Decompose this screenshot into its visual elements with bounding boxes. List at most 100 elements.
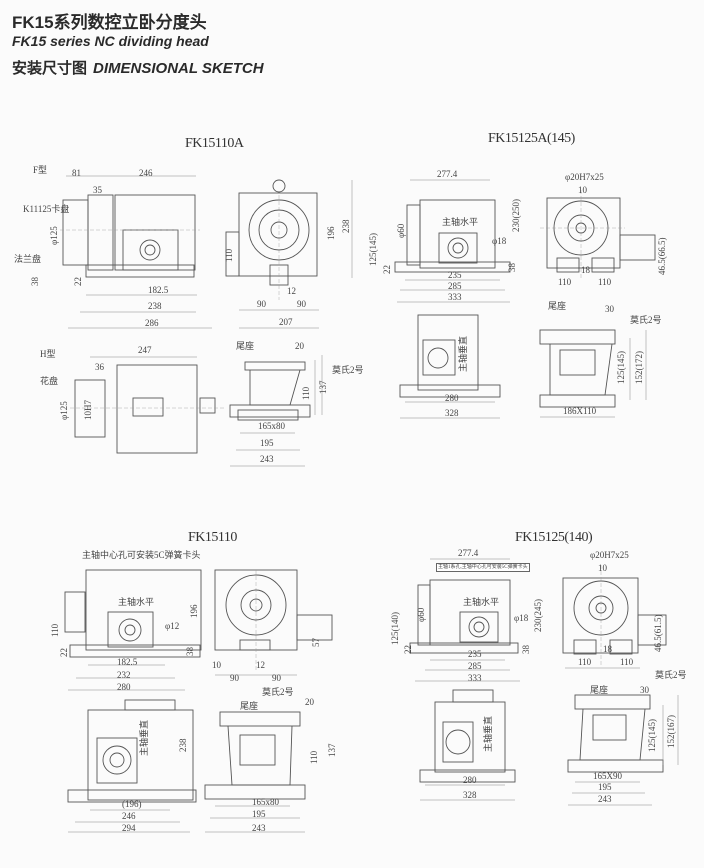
dim: 90 bbox=[230, 673, 239, 683]
fk15125a-front-drawing bbox=[540, 190, 656, 280]
fk15110-side-drawing bbox=[64, 569, 202, 691]
dim: 182.5 bbox=[117, 657, 138, 667]
fk15125-side-drawing bbox=[409, 558, 520, 682]
dim: 38 bbox=[521, 645, 531, 654]
dim: 280 bbox=[463, 775, 477, 785]
dim: 110 bbox=[224, 248, 234, 262]
dim: 277.4 bbox=[458, 548, 479, 558]
fk15125a-side-drawing bbox=[394, 179, 511, 303]
dim: φ18 bbox=[492, 236, 507, 246]
spindle-note: 主轴1系孔,主轴中心孔可安装5C弹簧卡头 bbox=[436, 563, 530, 572]
fk15110a-title: FK15110A bbox=[185, 136, 244, 151]
dim: 110 bbox=[598, 277, 612, 287]
spindle-horizontal-label: 主轴水平 bbox=[442, 217, 479, 227]
fk15125-title: FK15125(140) bbox=[515, 530, 593, 545]
faceplate-label: 花盘 bbox=[40, 376, 59, 386]
h-type-label: H型 bbox=[40, 349, 56, 359]
dim: 333 bbox=[468, 673, 482, 683]
fk15125a-tailstock-drawing bbox=[539, 329, 647, 418]
dim: 165x80 bbox=[258, 421, 285, 431]
dim: 38 bbox=[30, 277, 40, 286]
dim: 235 bbox=[468, 649, 482, 659]
dim: 110 bbox=[558, 277, 572, 287]
spindle-vertical-label: 主轴垂直 bbox=[458, 335, 468, 372]
dim: 196 bbox=[326, 226, 336, 241]
fk15110a-tailstock-drawing bbox=[229, 355, 323, 467]
title-cn: FK15系列数控立卧分度头 bbox=[12, 13, 207, 32]
dim: 243 bbox=[598, 794, 612, 804]
fk15125-front-drawing bbox=[562, 565, 667, 669]
flange-label: 法兰盘 bbox=[14, 254, 42, 264]
dim: 20 bbox=[295, 341, 304, 351]
fk15110a-side-drawing bbox=[60, 175, 212, 329]
spindle-vertical-label: 主轴垂直 bbox=[483, 715, 493, 752]
dim: 22 bbox=[382, 265, 392, 274]
dim: 35 bbox=[93, 185, 102, 195]
dim: 30 bbox=[605, 304, 614, 314]
dim: 280 bbox=[445, 393, 459, 403]
dim: 22 bbox=[59, 648, 69, 657]
fk15125a-vertical-drawing bbox=[399, 314, 501, 419]
dim: 328 bbox=[463, 790, 477, 800]
dim: 277.4 bbox=[437, 169, 458, 179]
dim: 90 bbox=[257, 299, 266, 309]
dim: 125(145) bbox=[647, 719, 657, 752]
dim: 238 bbox=[178, 738, 188, 753]
dim: 90 bbox=[272, 673, 281, 683]
dim: 285 bbox=[468, 661, 482, 671]
dim: 110 bbox=[50, 623, 60, 637]
dim: 246 bbox=[122, 811, 136, 821]
fk15110-title: FK15110 bbox=[188, 530, 237, 545]
dim: 230(245) bbox=[533, 599, 543, 632]
dim: 152(167) bbox=[666, 715, 676, 748]
dim: 238 bbox=[148, 301, 162, 311]
dim: 125(145) bbox=[616, 351, 626, 384]
dim: φ60 bbox=[416, 607, 426, 622]
chuck-label: K11125卡盘 bbox=[23, 204, 70, 214]
dim: 243 bbox=[260, 454, 274, 464]
dim: 230(250) bbox=[511, 199, 521, 232]
dim: 328 bbox=[445, 408, 459, 418]
dim: (196) bbox=[122, 799, 142, 809]
collet-note: 主轴中心孔可安装5C弹簧卡头 bbox=[82, 550, 201, 560]
dim: 195 bbox=[260, 438, 274, 448]
dim: 12 bbox=[256, 660, 265, 670]
dim: 38 bbox=[507, 263, 517, 272]
dim: 285 bbox=[448, 281, 462, 291]
dim: 10 bbox=[212, 660, 221, 670]
dim: 137 bbox=[327, 743, 337, 758]
morse-taper-label: 莫氏2号 bbox=[262, 687, 294, 697]
dim: 280 bbox=[117, 682, 131, 692]
dim: 38 bbox=[185, 647, 195, 656]
dim: 125(140) bbox=[390, 612, 400, 645]
dim: 195 bbox=[252, 809, 266, 819]
dim: φ20H7x25 bbox=[590, 550, 629, 560]
dim: 57 bbox=[311, 638, 321, 647]
f-type-label: F型 bbox=[33, 165, 48, 175]
dim: 110 bbox=[578, 657, 592, 667]
spindle-vertical-label: 主轴垂直 bbox=[139, 719, 149, 756]
dim: 182.5 bbox=[148, 285, 169, 295]
morse-taper-label: 莫氏2号 bbox=[655, 670, 687, 680]
dim: 18 bbox=[603, 644, 612, 654]
dim: 247 bbox=[138, 345, 152, 355]
fk15110-front-drawing bbox=[214, 569, 333, 676]
tailstock-label: 尾座 bbox=[236, 341, 255, 351]
dim: 207 bbox=[279, 317, 293, 327]
fk15110-vertical-drawing bbox=[67, 699, 197, 833]
dim: 22 bbox=[73, 277, 83, 286]
dim: 18 bbox=[581, 265, 590, 275]
dim: 286 bbox=[145, 318, 159, 328]
tailstock-label: 尾座 bbox=[548, 301, 567, 311]
fk15125a-title: FK15125A(145) bbox=[488, 131, 575, 146]
dim: 36 bbox=[95, 362, 104, 372]
dim: 46.5(66.5) bbox=[657, 237, 667, 276]
subtitle-cn: 安装尺寸图 bbox=[12, 60, 88, 77]
dim: 46.5(61.5) bbox=[653, 614, 663, 653]
fk15110-tailstock-drawing bbox=[204, 711, 306, 833]
dim: 294 bbox=[122, 823, 136, 833]
dim: φ125 bbox=[59, 401, 69, 420]
dim: 110 bbox=[620, 657, 634, 667]
dim: 238 bbox=[341, 219, 351, 234]
